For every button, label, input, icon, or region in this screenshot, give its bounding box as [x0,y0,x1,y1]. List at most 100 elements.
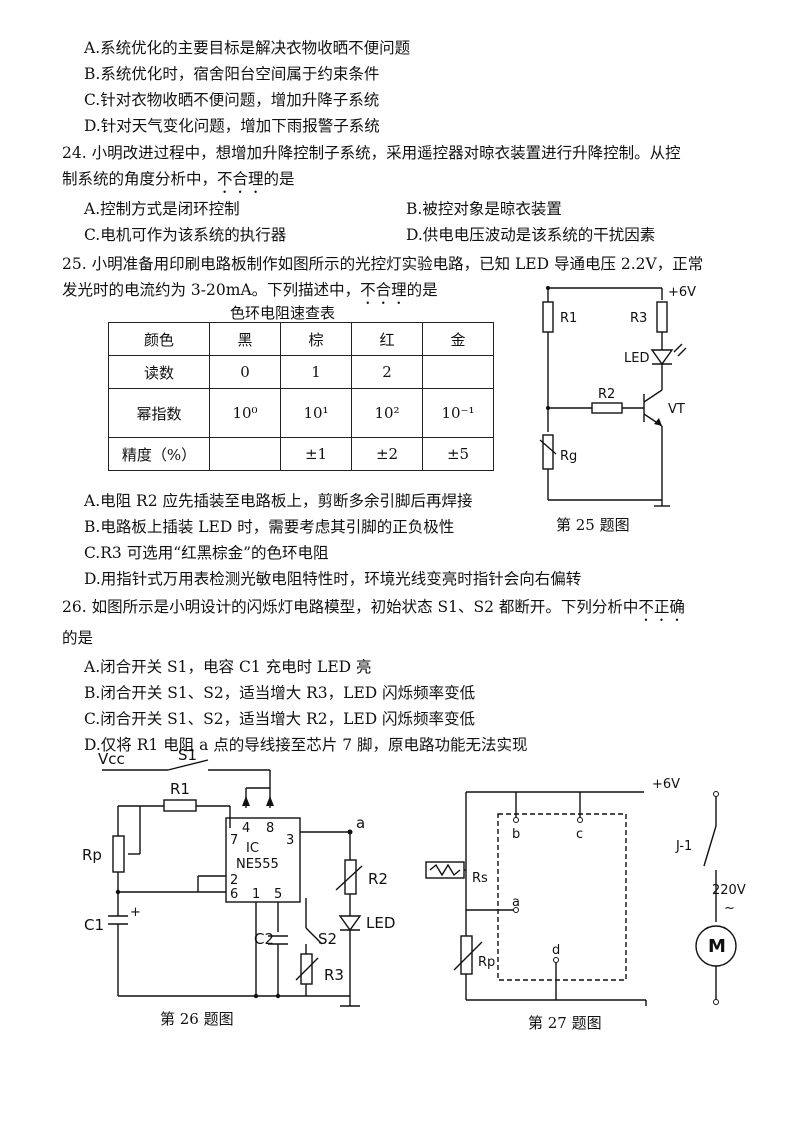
q26-option-d: D.仅将 R1 电阻 a 点的导线接至芯片 7 脚，原电路功能无法实现 [84,736,528,754]
q25-stem-post: 的是 [406,281,438,299]
table-cell: 精度（%） [108,437,210,471]
q24-emphasis: 不合理 [217,170,264,188]
table-header-row: 颜色 黑 棕 红 金 [108,322,494,356]
q26-option-a: A.闭合开关 S1，电容 C1 充电时 LED 亮 [84,658,372,676]
q25-stem-line2: 发光时的电流约为 3-20mA。下列描述中，不合理的是 [62,280,438,308]
pin-8-label: 8 [266,821,274,836]
fig27-vcc-label: +6V [652,777,680,792]
table-row: 精度（%） ±1 ±2 ±5 [108,437,494,471]
table-cell: 棕 [280,322,352,356]
pin-5-label: 5 [274,887,282,902]
q24-stem-pre: 制系统的角度分析中， [62,170,218,188]
fig27-j1-label: J-1 [675,839,692,854]
q26-option-c: C.闭合开关 S1、S2，适当增大 R2，LED 闪烁频率变低 [84,710,476,728]
q26-stem-pre: 26. 如图所示是小明设计的闪烁灯电路模型，初始状态 S1、S2 都断开。下列分… [62,598,639,616]
table-cell: 红 [351,322,423,356]
fig26-c1-label: C1 [84,916,104,934]
fig26-c2-label: C2 [254,930,274,948]
table-cell: 0 [209,355,281,389]
fig26-r2-label: R2 [368,870,388,888]
table-cell: 1 [280,355,352,389]
fig27-c-label: c [576,827,583,842]
table-cell: ±5 [422,437,494,471]
q24-option-a: A.控制方式是闭环控制 [84,200,240,218]
q24-stem-line1: 24. 小明改进过程中，想增加升降控制子系统，采用遥控器对晾衣装置进行升降控制。… [62,144,681,162]
table-cell: 10⁰ [209,388,281,438]
figure-26-caption: 第 26 题图 [160,1010,234,1028]
figure-25-circuit: +6V R1 R3 LED R2 VT Rg [539,285,696,507]
figure-26-circuit: Vcc S1 R1 Rp C1 + IC NE555 4 8 7 3 2 6 1… [82,748,395,1007]
fig27-220v-label: 220V [712,883,746,898]
q24-option-c: C.电机可作为该系统的执行器 [84,226,287,244]
fig27-a-label: a [512,895,520,910]
q26-stem-line2: 的是 [62,629,94,647]
table-cell: 黑 [209,322,281,356]
fig25-rg-label: Rg [560,449,577,464]
fig26-chip-label: NE555 [236,857,279,872]
pin-3-label: 3 [286,833,294,848]
q25-stem-pre: 发光时的电流约为 3-20mA。下列描述中， [62,281,361,299]
fig25-r2-label: R2 [598,387,615,402]
q24-option-b: B.被控对象是晾衣装置 [406,200,562,218]
fig25-vcc-label: +6V [668,285,696,300]
table-cell: 10² [351,388,423,438]
table-cell: 幂指数 [108,388,210,438]
table-cell [209,437,281,471]
fig26-vcc-label: Vcc [98,750,125,768]
fig27-ac-label: ~ [724,901,735,916]
q25-emphasis: 不合理 [360,281,407,299]
fig27-d-label: d [552,943,560,958]
fig26-rp-label: Rp [82,846,102,864]
fig26-r3-label: R3 [324,966,344,984]
q26-emphasis: 不正确 [638,598,685,616]
fig25-vt-label: VT [668,402,685,417]
fig25-r3-label: R3 [630,311,647,326]
fig26-plus-label: + [130,905,141,920]
fig26-a-label: a [356,814,365,832]
fig27-b-label: b [512,827,520,842]
q25-option-d: D.用指针式万用表检测光敏电阻特性时，环境光线变亮时指针会向右偏转 [84,570,582,588]
pin-4-label: 4 [242,821,250,836]
q26-option-b: B.闭合开关 S1、S2，适当增大 R3，LED 闪烁频率变低 [84,684,476,702]
q24-stem-post: 的是 [263,170,295,188]
q23-option-b: B.系统优化时，宿舍阳台空间属于约束条件 [84,65,380,83]
fig27-rs-label: Rs [472,871,488,886]
q25-option-c: C.R3 可选用“红黑棕金”的色环电阻 [84,544,329,562]
q25-option-b: B.电路板上插装 LED 时，需要考虑其引脚的正负极性 [84,518,455,536]
table-cell: 读数 [108,355,210,389]
table-cell: 10⁻¹ [422,388,494,438]
pin-6-label: 6 [230,887,238,902]
pin-7-label: 7 [230,833,238,848]
table-row: 幂指数 10⁰ 10¹ 10² 10⁻¹ [108,388,494,438]
table-cell: 金 [422,322,494,356]
table-cell: 颜色 [108,322,210,356]
fig25-led-label: LED [624,351,649,366]
q26-stem-line1: 26. 如图所示是小明设计的闪烁灯电路模型，初始状态 S1、S2 都断开。下列分… [62,597,685,625]
q23-option-c: C.针对衣物收晒不便问题，增加升降子系统 [84,91,380,109]
figure-27-circuit: +6V b c Rs a Rp d J-1 220V ~ M [425,777,746,1006]
fig26-led-label: LED [366,914,395,932]
fig25-r1-label: R1 [560,311,577,326]
pin-2-label: 2 [230,873,238,888]
fig26-ic-label: IC [246,841,259,856]
figure-25-caption: 第 25 题图 [556,516,630,534]
table-cell: ±1 [280,437,352,471]
q24-option-d: D.供电电压波动是该系统的干扰因素 [406,226,656,244]
q25-table-title: 色环电阻速查表 [230,304,336,322]
fig27-rp-label: Rp [478,955,495,970]
motor-icon: M [708,936,726,957]
color-ring-table: 颜色 黑 棕 红 金 读数 0 1 2 幂指数 10⁰ 10¹ 10² 10⁻¹… [108,322,494,471]
figure-27-caption: 第 27 题图 [528,1014,602,1032]
table-cell: 10¹ [280,388,352,438]
q25-stem-line1: 25. 小明准备用印刷电路板制作如图所示的光控灯实验电路，已知 LED 导通电压… [62,255,704,273]
fig26-s2-label: S2 [318,930,337,948]
junction-dot [546,286,550,290]
table-cell: ±2 [351,437,423,471]
q23-option-a: A.系统优化的主要目标是解决衣物收晒不便问题 [84,39,411,57]
table-cell: 2 [351,355,423,389]
q25-option-a: A.电阻 R2 应先插装至电路板上，剪断多余引脚后再焊接 [84,492,473,510]
pin-1-label: 1 [252,887,260,902]
q24-stem-line2: 制系统的角度分析中，不合理的是 [62,169,295,197]
fig26-r1-label: R1 [170,780,190,798]
table-cell [422,355,494,389]
